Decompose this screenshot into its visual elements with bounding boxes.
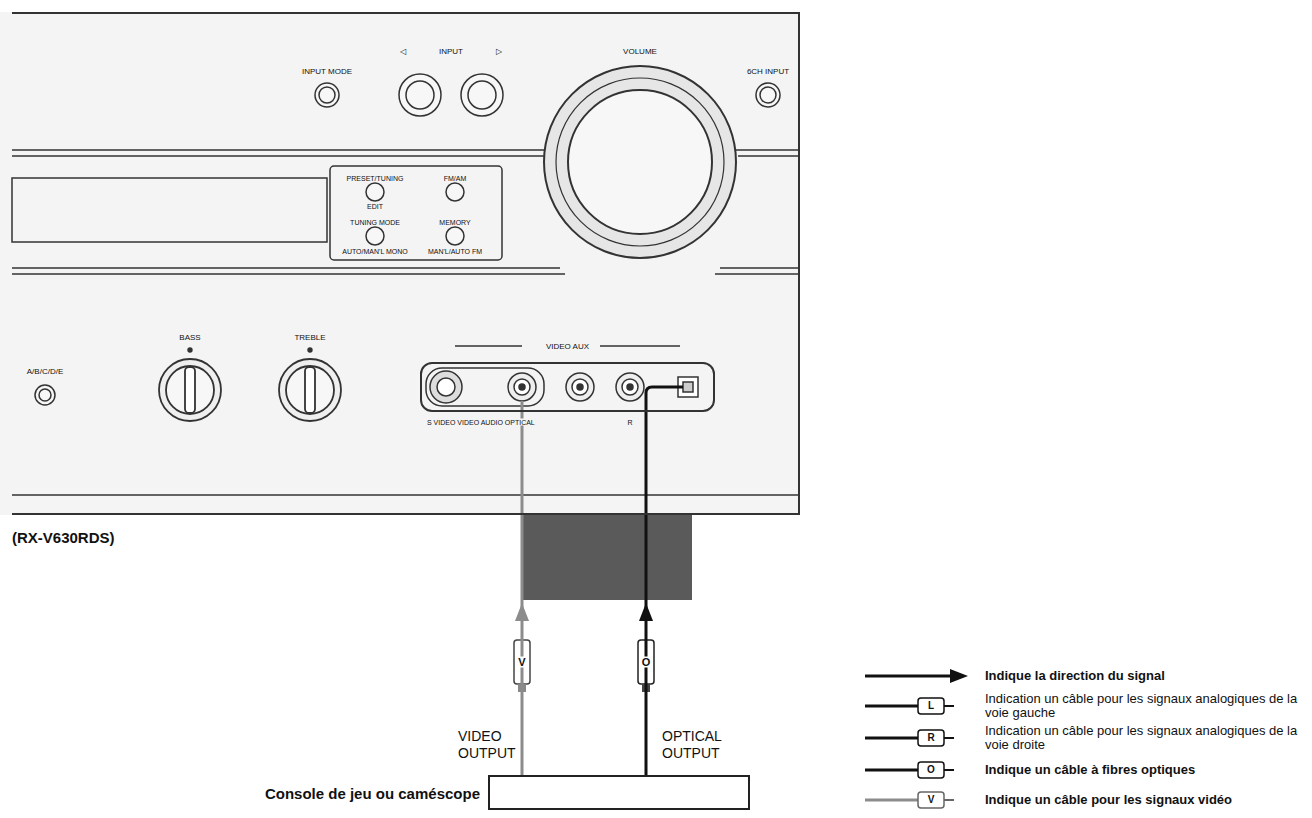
cable-plugs (514, 640, 654, 692)
part-label: ◁ (398, 48, 408, 56)
node-title: Console de jeu ou caméscope (265, 784, 480, 801)
cable-connector (639, 412, 653, 775)
plug-letter: O (642, 657, 651, 668)
volume-ring-inner (556, 78, 724, 246)
plug-letter: V (518, 657, 525, 668)
plug-letter: R (927, 733, 934, 743)
part-label: BASS (179, 334, 200, 342)
cable-connector (515, 412, 529, 775)
part-label: MAN'L/AUTO FM (428, 248, 482, 255)
part-label: A/B/C/D/E (27, 368, 63, 376)
receiver-panel: (RX-V630RDS)VIDEO AUX (12, 12, 800, 515)
arrow-head (515, 603, 529, 621)
plug-letter: O (927, 765, 935, 775)
display-window (12, 178, 327, 242)
node-title: VIDEO AUX (544, 342, 591, 351)
receiver-body (0, 12, 800, 515)
tone-knobs (159, 348, 341, 421)
part-label: EDIT (367, 203, 383, 210)
part-label: R (625, 419, 634, 426)
part-label: ▷ (494, 48, 504, 56)
legend-samples (865, 669, 968, 808)
part-label: TUNING MODE (350, 219, 400, 226)
part-label: MEMORY (439, 219, 470, 226)
receiver-stand (522, 515, 692, 600)
edge-label: OPTICAL OUTPUT (662, 728, 742, 762)
cable-line (521, 412, 524, 775)
game-console-box: Console de jeu ou caméscope (488, 775, 750, 810)
legend-text: Indication un câble pour les signaux ana… (985, 724, 1307, 752)
legend-text: Indique la direction du signal (985, 669, 1307, 683)
edge-label: VIDEO OUTPUT (458, 728, 520, 762)
legend-text: Indication un câble pour les signaux ana… (985, 692, 1307, 720)
arrow-head (639, 603, 653, 621)
video-aux-panel: VIDEO AUX (420, 362, 715, 412)
plug-letter: L (928, 701, 934, 711)
part-label: FM/AM (444, 175, 467, 182)
part-label: S VIDEO VIDEO AUDIO OPTICAL (425, 419, 537, 426)
optical-cable-end (646, 387, 683, 412)
legend-text: Indique un câble à fibres optiques (985, 763, 1307, 777)
part-label: TREBLE (294, 334, 325, 342)
part-label: INPUT MODE (300, 68, 354, 76)
tuner-button-frame (330, 166, 502, 260)
part-label: VOLUME (621, 48, 659, 56)
part-label: AUTO/MAN'L MONO (342, 248, 408, 255)
volume-ring (544, 66, 736, 258)
plug-letter: V (928, 795, 935, 805)
node-title: (RX-V630RDS) (12, 529, 115, 546)
part-label: INPUT (437, 48, 465, 56)
volume-knob (568, 90, 712, 234)
part-label: 6CH INPUT (745, 68, 791, 76)
legend-text: Indique un câble pour les signaux vidéo (985, 793, 1307, 807)
part-label: PRESET/TUNING (347, 175, 404, 182)
cable-line (645, 412, 648, 775)
buttons (35, 74, 780, 405)
